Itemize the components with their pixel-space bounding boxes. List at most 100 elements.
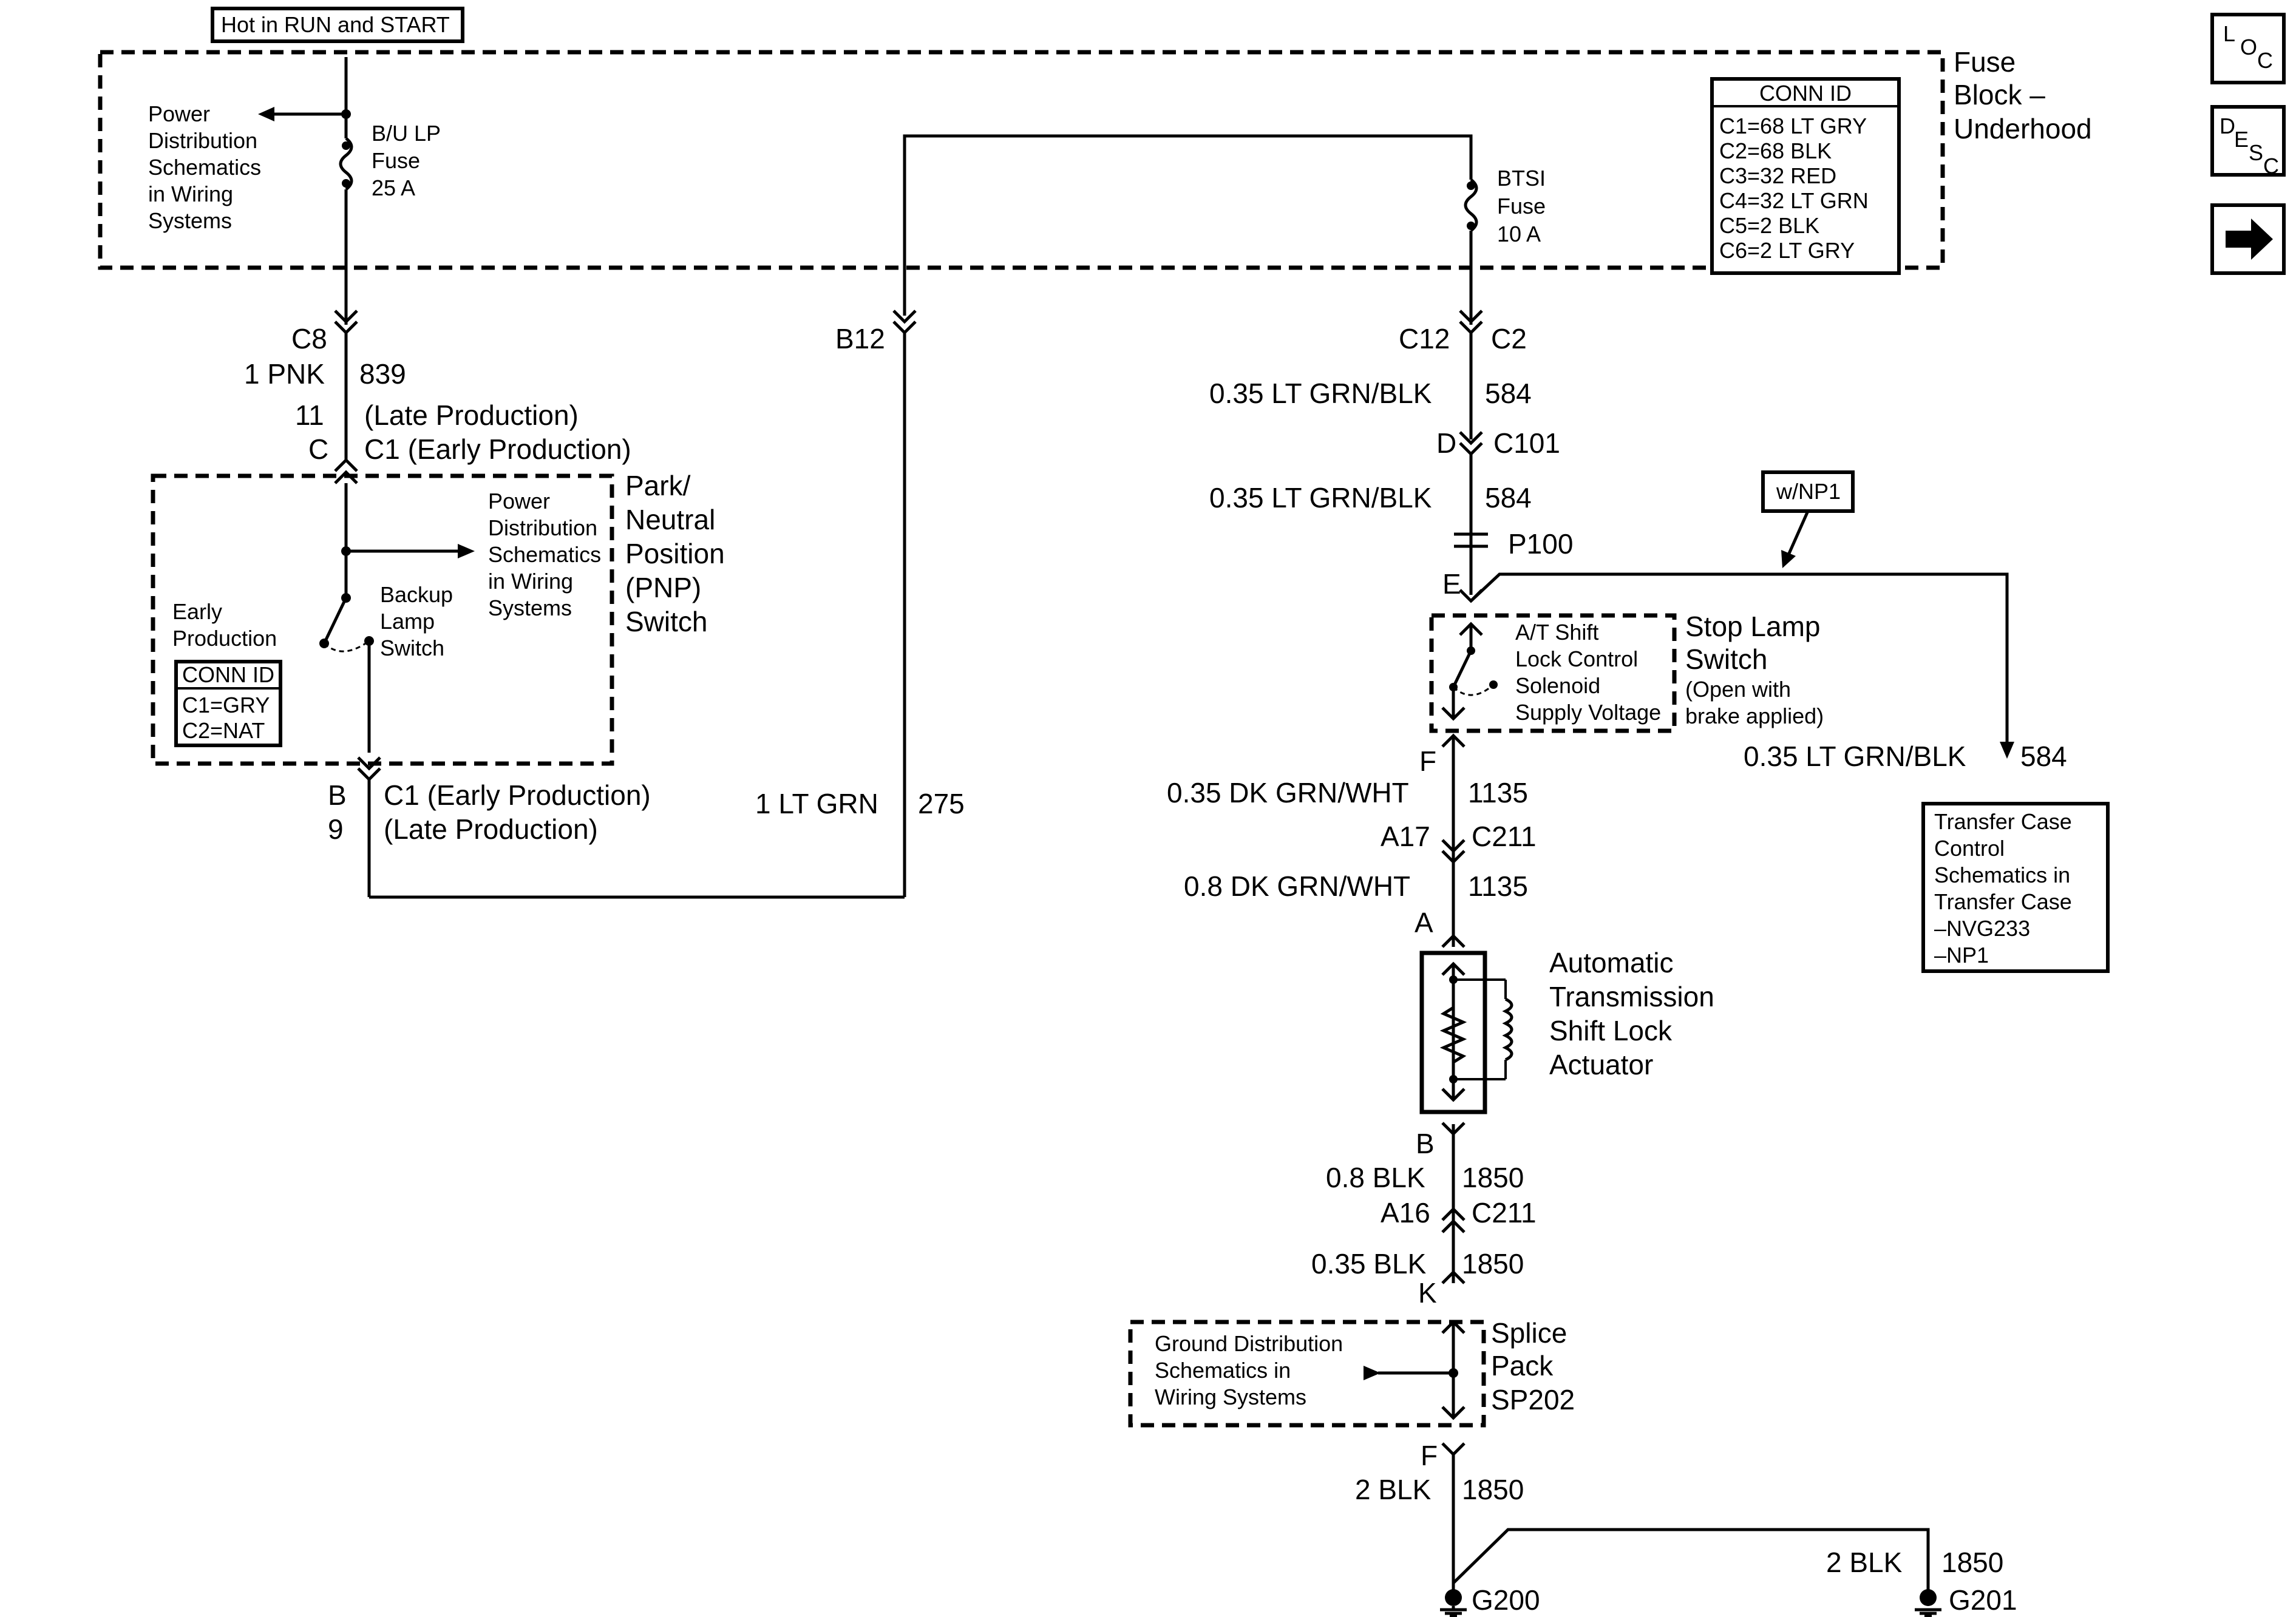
ground-dist-ref: Wiring Systems bbox=[1155, 1385, 1306, 1409]
pin-label: C12 bbox=[1399, 323, 1450, 354]
btsi-fuse-label: Fuse bbox=[1497, 194, 1546, 219]
fuse-block-title-3: Underhood bbox=[1954, 113, 2092, 144]
ground-dist-ref: Ground Distribution bbox=[1155, 1331, 1343, 1356]
pnp-conn-id-table bbox=[174, 660, 282, 747]
ground-label: G201 bbox=[1949, 1584, 2017, 1616]
ground-g201-icon bbox=[1920, 1589, 1937, 1606]
power-dist-ref: Schematics bbox=[148, 155, 261, 180]
transfer-case-ref-box bbox=[1921, 802, 2110, 973]
np1-note: w/NP1 bbox=[1776, 479, 1841, 504]
stop-lamp-switch-title: Switch bbox=[1685, 643, 1767, 675]
pnp-switch-outline bbox=[151, 473, 614, 766]
conn-id-row: C3=32 RED bbox=[1719, 163, 1836, 188]
wire-color-label: 0.8 DK GRN/WHT bbox=[1184, 870, 1410, 902]
actuator-title: Actuator bbox=[1549, 1049, 1653, 1080]
power-dist-ref: Systems bbox=[148, 208, 232, 233]
circuit-number: 839 bbox=[359, 358, 406, 390]
location-button[interactable]: L O C bbox=[2210, 13, 2286, 84]
actuator-title: Automatic bbox=[1549, 947, 1674, 978]
next-page-button[interactable] bbox=[2210, 203, 2286, 275]
svg-text:C: C bbox=[2257, 48, 2273, 73]
wire-color-label: 0.8 BLK bbox=[1326, 1162, 1425, 1193]
actuator-title: Transmission bbox=[1549, 981, 1714, 1012]
pin-label: A17 bbox=[1381, 821, 1430, 852]
connector-note: C1 (Early Production) bbox=[384, 779, 651, 811]
circuit-number: 1135 bbox=[1468, 870, 1528, 902]
ground-label: G200 bbox=[1472, 1584, 1540, 1616]
pin-label: B bbox=[1416, 1128, 1435, 1159]
bu-lp-fuse-label: Fuse bbox=[372, 148, 420, 173]
power-dist-ref: Distribution bbox=[488, 515, 597, 540]
bu-lp-fuse-label: B/U LP bbox=[372, 121, 441, 146]
circuit-number: 1135 bbox=[1468, 777, 1528, 808]
pnp-conn-id-header: CONN ID bbox=[182, 662, 274, 687]
conn-id-row: C1=68 LT GRY bbox=[1719, 114, 1867, 138]
shift-lock-supply-label: Lock Control bbox=[1515, 646, 1638, 671]
early-production-label: Production bbox=[172, 626, 277, 651]
shift-lock-supply-label: A/T Shift bbox=[1515, 620, 1598, 645]
resistor-symbol bbox=[1439, 1006, 1467, 1064]
pin-label: F bbox=[1419, 745, 1436, 777]
conn-id-table bbox=[1710, 77, 1901, 275]
svg-text:S: S bbox=[2249, 140, 2263, 165]
power-dist-ref: Power bbox=[488, 489, 550, 514]
splice-pack-title: SP202 bbox=[1491, 1384, 1575, 1415]
circuit-number: 1850 bbox=[1462, 1162, 1524, 1193]
power-dist-ref: in Wiring bbox=[488, 569, 573, 594]
pin-label: A bbox=[1415, 907, 1433, 938]
wire-color-label: 1 PNK bbox=[244, 358, 325, 390]
bu-lp-fuse-label: 25 A bbox=[372, 175, 415, 200]
svg-text:D: D bbox=[2220, 114, 2235, 138]
wire-color-label: 2 BLK bbox=[1355, 1474, 1432, 1505]
circuit-number: 1850 bbox=[1462, 1474, 1524, 1505]
pnp-switch-title: (PNP) bbox=[625, 572, 701, 603]
ground-g200-icon bbox=[1445, 1589, 1462, 1606]
pin-label: 11 bbox=[295, 399, 324, 431]
power-dist-ref: Distribution bbox=[148, 128, 257, 153]
btsi-fuse-label: 10 A bbox=[1497, 222, 1541, 246]
transfer-case-ref: Schematics in bbox=[1934, 863, 2070, 887]
wire-color-label: 0.35 DK GRN/WHT bbox=[1167, 777, 1409, 808]
wire-color-label: 0.35 LT GRN/BLK bbox=[1744, 741, 1966, 772]
stop-lamp-switch-outline bbox=[1429, 613, 1677, 733]
shift-lock-supply-label: Supply Voltage bbox=[1515, 700, 1661, 725]
stop-lamp-switch-title: Stop Lamp bbox=[1685, 611, 1820, 642]
stop-lamp-switch-blade bbox=[1452, 649, 1473, 688]
pin-label: B12 bbox=[835, 323, 885, 354]
power-dist-ref: in Wiring bbox=[148, 181, 233, 206]
connector-label: C211 bbox=[1472, 821, 1537, 852]
power-dist-ref: Systems bbox=[488, 595, 572, 620]
ground-dist-ref: Schematics in bbox=[1155, 1358, 1291, 1383]
backup-lamp-switch-label: Lamp bbox=[380, 609, 435, 634]
conn-id-row: C5=2 BLK bbox=[1719, 213, 1819, 238]
pnp-switch-title: Park/ bbox=[625, 470, 691, 501]
backup-lamp-switch-blade bbox=[322, 597, 348, 645]
conn-id-row: C6=2 LT GRY bbox=[1719, 238, 1855, 263]
conn-id-header: CONN ID bbox=[1759, 81, 1852, 106]
pin-label: C2 bbox=[1491, 323, 1527, 354]
svg-text:E: E bbox=[2234, 127, 2249, 152]
coil-symbol bbox=[1502, 997, 1513, 1062]
svg-text:L: L bbox=[2223, 21, 2235, 46]
backup-lamp-switch-label: Switch bbox=[380, 636, 444, 660]
description-button[interactable]: D E S C bbox=[2210, 105, 2286, 178]
wire-color-label: 1 LT GRN bbox=[755, 788, 878, 819]
backup-lamp-switch-label: Backup bbox=[380, 582, 453, 607]
connector-label: C211 bbox=[1472, 1197, 1537, 1229]
pnp-conn-id-row: C1=GRY bbox=[182, 693, 270, 717]
early-production-label: Early bbox=[172, 599, 222, 624]
connector-label: P100 bbox=[1508, 528, 1573, 560]
bu-lp-fuse-symbol bbox=[339, 137, 353, 191]
transfer-case-ref: –NVG233 bbox=[1934, 916, 2030, 941]
btsi-fuse-symbol bbox=[1464, 178, 1478, 232]
ground-dist-outline bbox=[1128, 1320, 1486, 1428]
fuse-block-outline bbox=[98, 50, 1945, 270]
conn-id-row: C2=68 BLK bbox=[1719, 138, 1832, 163]
power-source-box bbox=[211, 7, 464, 43]
pin-label: A16 bbox=[1381, 1197, 1430, 1229]
np1-note-box bbox=[1761, 470, 1855, 513]
transfer-case-ref: Transfer Case bbox=[1934, 889, 2072, 914]
circuit-number: 584 bbox=[1485, 482, 1532, 514]
circuit-number: 584 bbox=[2020, 741, 2067, 772]
